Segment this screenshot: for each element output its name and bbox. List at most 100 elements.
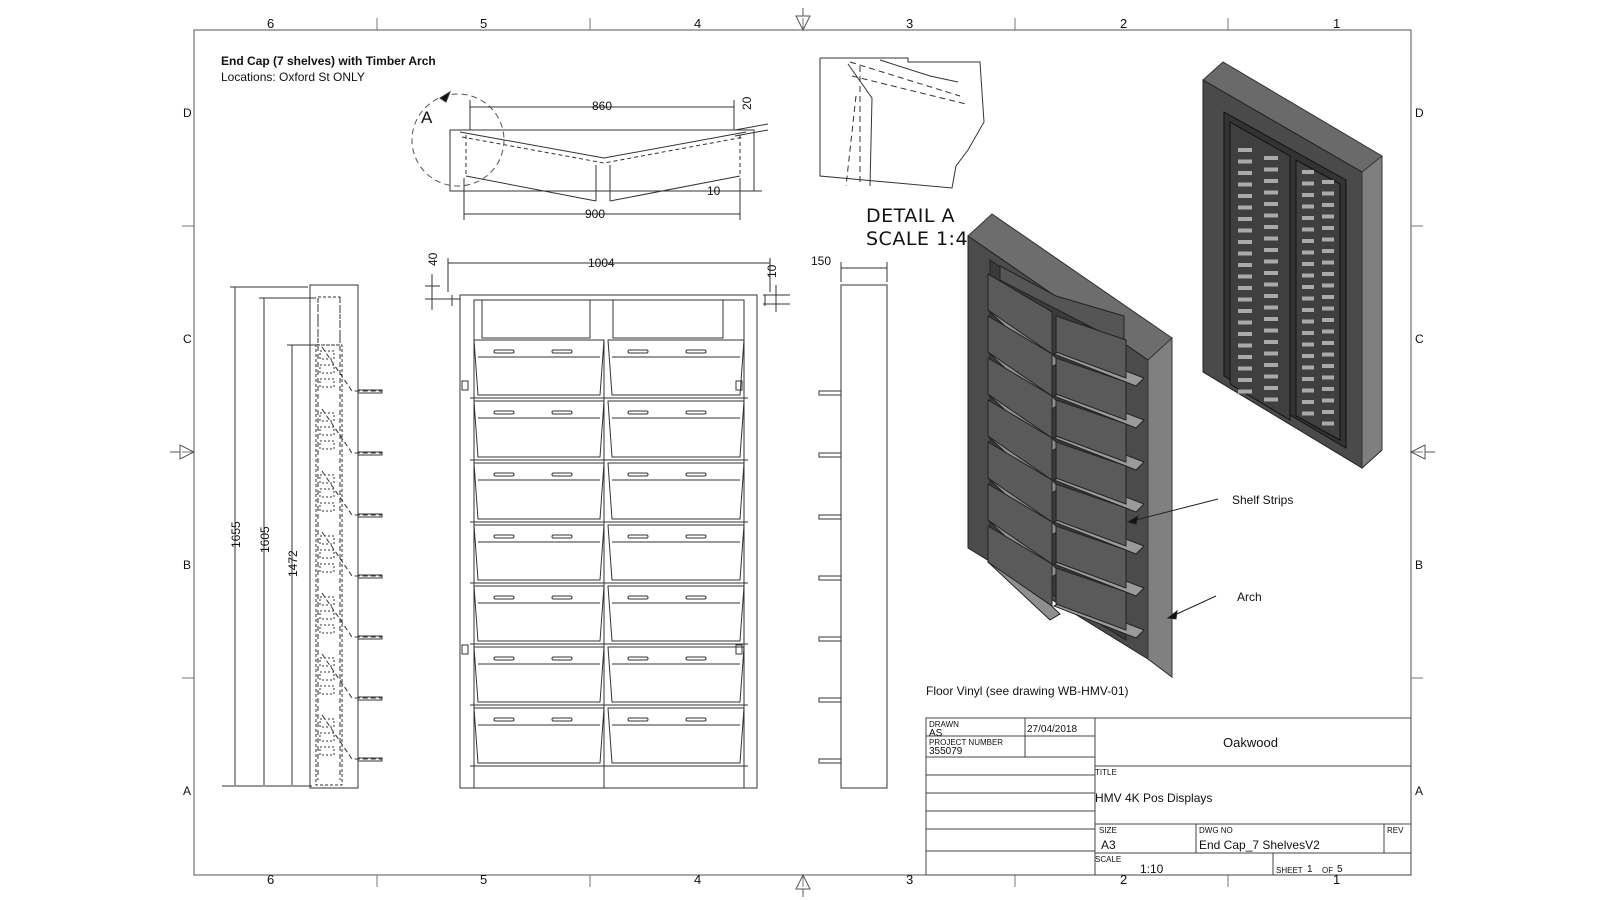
- right-shelf-stub: [818, 390, 842, 396]
- side-shelf-hatch: [319, 364, 335, 374]
- front-shelf-slot: [493, 717, 515, 722]
- side-shelf-hatch: [319, 350, 335, 360]
- right-view: [840, 262, 888, 789]
- side-shelf-strip: [357, 574, 383, 579]
- front-shelf-slot: [627, 595, 649, 600]
- dim-1472: 1472: [286, 550, 300, 577]
- iso-slot: [1264, 397, 1278, 402]
- iso-slot: [1238, 159, 1252, 164]
- side-shelf-hatch: [319, 563, 335, 573]
- dim-900: 900: [585, 207, 606, 221]
- zone-col-2-bottom: 2: [1120, 872, 1128, 887]
- detail-a-title: DETAIL A: [866, 205, 955, 227]
- iso-slot: [1322, 214, 1334, 219]
- front-shelf-slot: [685, 595, 707, 600]
- front-shelf-slot: [551, 534, 573, 539]
- iso-slot: [1302, 204, 1314, 209]
- side-shelf-hatch: [319, 502, 335, 512]
- iso-slot: [1264, 236, 1278, 241]
- front-shelf-slot: [627, 472, 649, 477]
- right-shelf-stub: [818, 514, 842, 520]
- dim-1004: 1004: [588, 256, 615, 270]
- iso-slot: [1264, 225, 1278, 229]
- callout-shelf-strips: Shelf Strips: [1232, 493, 1294, 507]
- tb-drawn-value: AS: [929, 728, 943, 739]
- zone-row-b-right: B: [1415, 558, 1424, 572]
- zone-col-4-bottom: 4: [694, 872, 702, 887]
- front-shelf-slot: [685, 534, 707, 539]
- side-shelf-profile: [321, 470, 382, 516]
- zone-row-c-right: C: [1415, 332, 1424, 346]
- iso-slot: [1238, 378, 1252, 382]
- iso-slot: [1322, 260, 1334, 265]
- iso-shelf-back-right: [1055, 399, 1127, 463]
- front-shelf-slot: [551, 410, 573, 415]
- front-shelf-slot: [493, 656, 515, 661]
- zone-col-2-top: 2: [1120, 16, 1128, 31]
- right-shelf-stub: [818, 575, 842, 581]
- front-shelf-slot: [627, 656, 649, 661]
- front-shelf-slot: [685, 349, 707, 354]
- side-shelf-hatch: [319, 596, 335, 606]
- zone-row-b-left: B: [183, 558, 192, 572]
- front-shelf-face: [607, 339, 745, 396]
- iso-slot: [1238, 332, 1252, 336]
- zone-col-1-bottom: 1: [1333, 872, 1341, 887]
- iso-slot: [1264, 167, 1278, 172]
- side-shelf-hatch: [319, 657, 335, 667]
- side-shelf-hatch: [319, 488, 335, 498]
- side-shelf-strip: [357, 389, 383, 394]
- iso-slot: [1322, 306, 1334, 311]
- iso-slot: [1302, 181, 1314, 186]
- side-shelf-hatch: [319, 474, 335, 484]
- iso-shelf-back-right: [1055, 483, 1127, 547]
- iso-slot: [1238, 148, 1252, 152]
- iso-slot: [1238, 366, 1252, 371]
- tb-of-value: 5: [1337, 864, 1343, 875]
- iso-slot: [1322, 283, 1334, 288]
- iso-slot: [1264, 317, 1278, 321]
- iso-slot: [1302, 296, 1314, 301]
- front-shelf-face: [607, 646, 745, 703]
- iso-slot: [1302, 170, 1314, 174]
- iso-slot: [1322, 226, 1334, 230]
- iso-slot: [1238, 217, 1252, 221]
- iso-slot: [1322, 375, 1334, 380]
- front-shelf-slot: [551, 595, 573, 600]
- side-shelf-hatch: [319, 378, 335, 388]
- side-shelf-hatch: [319, 610, 335, 620]
- front-shelf-slot: [627, 534, 649, 539]
- tb-size-value: A3: [1101, 838, 1116, 852]
- side-shelf-hatch: [319, 746, 335, 756]
- iso-slot: [1302, 227, 1314, 232]
- iso-slot: [1322, 398, 1334, 403]
- iso-slot: [1302, 193, 1314, 197]
- right-shelf-stub: [818, 452, 842, 458]
- iso-slot: [1302, 388, 1314, 393]
- iso-shelf-back-right: [1055, 357, 1127, 421]
- iso-slot: [1264, 156, 1278, 160]
- callout-arch: Arch: [1237, 590, 1262, 604]
- tb-drawn-label: DRAWN: [929, 720, 959, 729]
- side-shelf-profile: [321, 714, 382, 760]
- zone-col-5-bottom: 5: [480, 872, 488, 887]
- tb-company: Oakwood: [1223, 735, 1278, 750]
- iso-slot: [1238, 274, 1252, 279]
- front-shelf-face: [473, 400, 605, 458]
- dim-1655: 1655: [229, 521, 243, 548]
- iso-slot: [1302, 354, 1314, 358]
- iso-shelf-back-right: [1055, 525, 1127, 589]
- side-shelf-profile: [321, 531, 382, 577]
- zone-col-3-top: 3: [906, 16, 914, 31]
- iso-slot: [1264, 271, 1278, 275]
- dim-40: 40: [426, 252, 440, 266]
- iso-slot: [1264, 305, 1278, 310]
- iso-slot: [1302, 273, 1314, 278]
- right-shelf-stub: [818, 697, 842, 703]
- iso-slot: [1264, 282, 1278, 287]
- iso-slot: [1322, 295, 1334, 299]
- iso-slot: [1322, 352, 1334, 357]
- iso-slot: [1264, 179, 1278, 183]
- side-shelf-strip: [357, 696, 383, 701]
